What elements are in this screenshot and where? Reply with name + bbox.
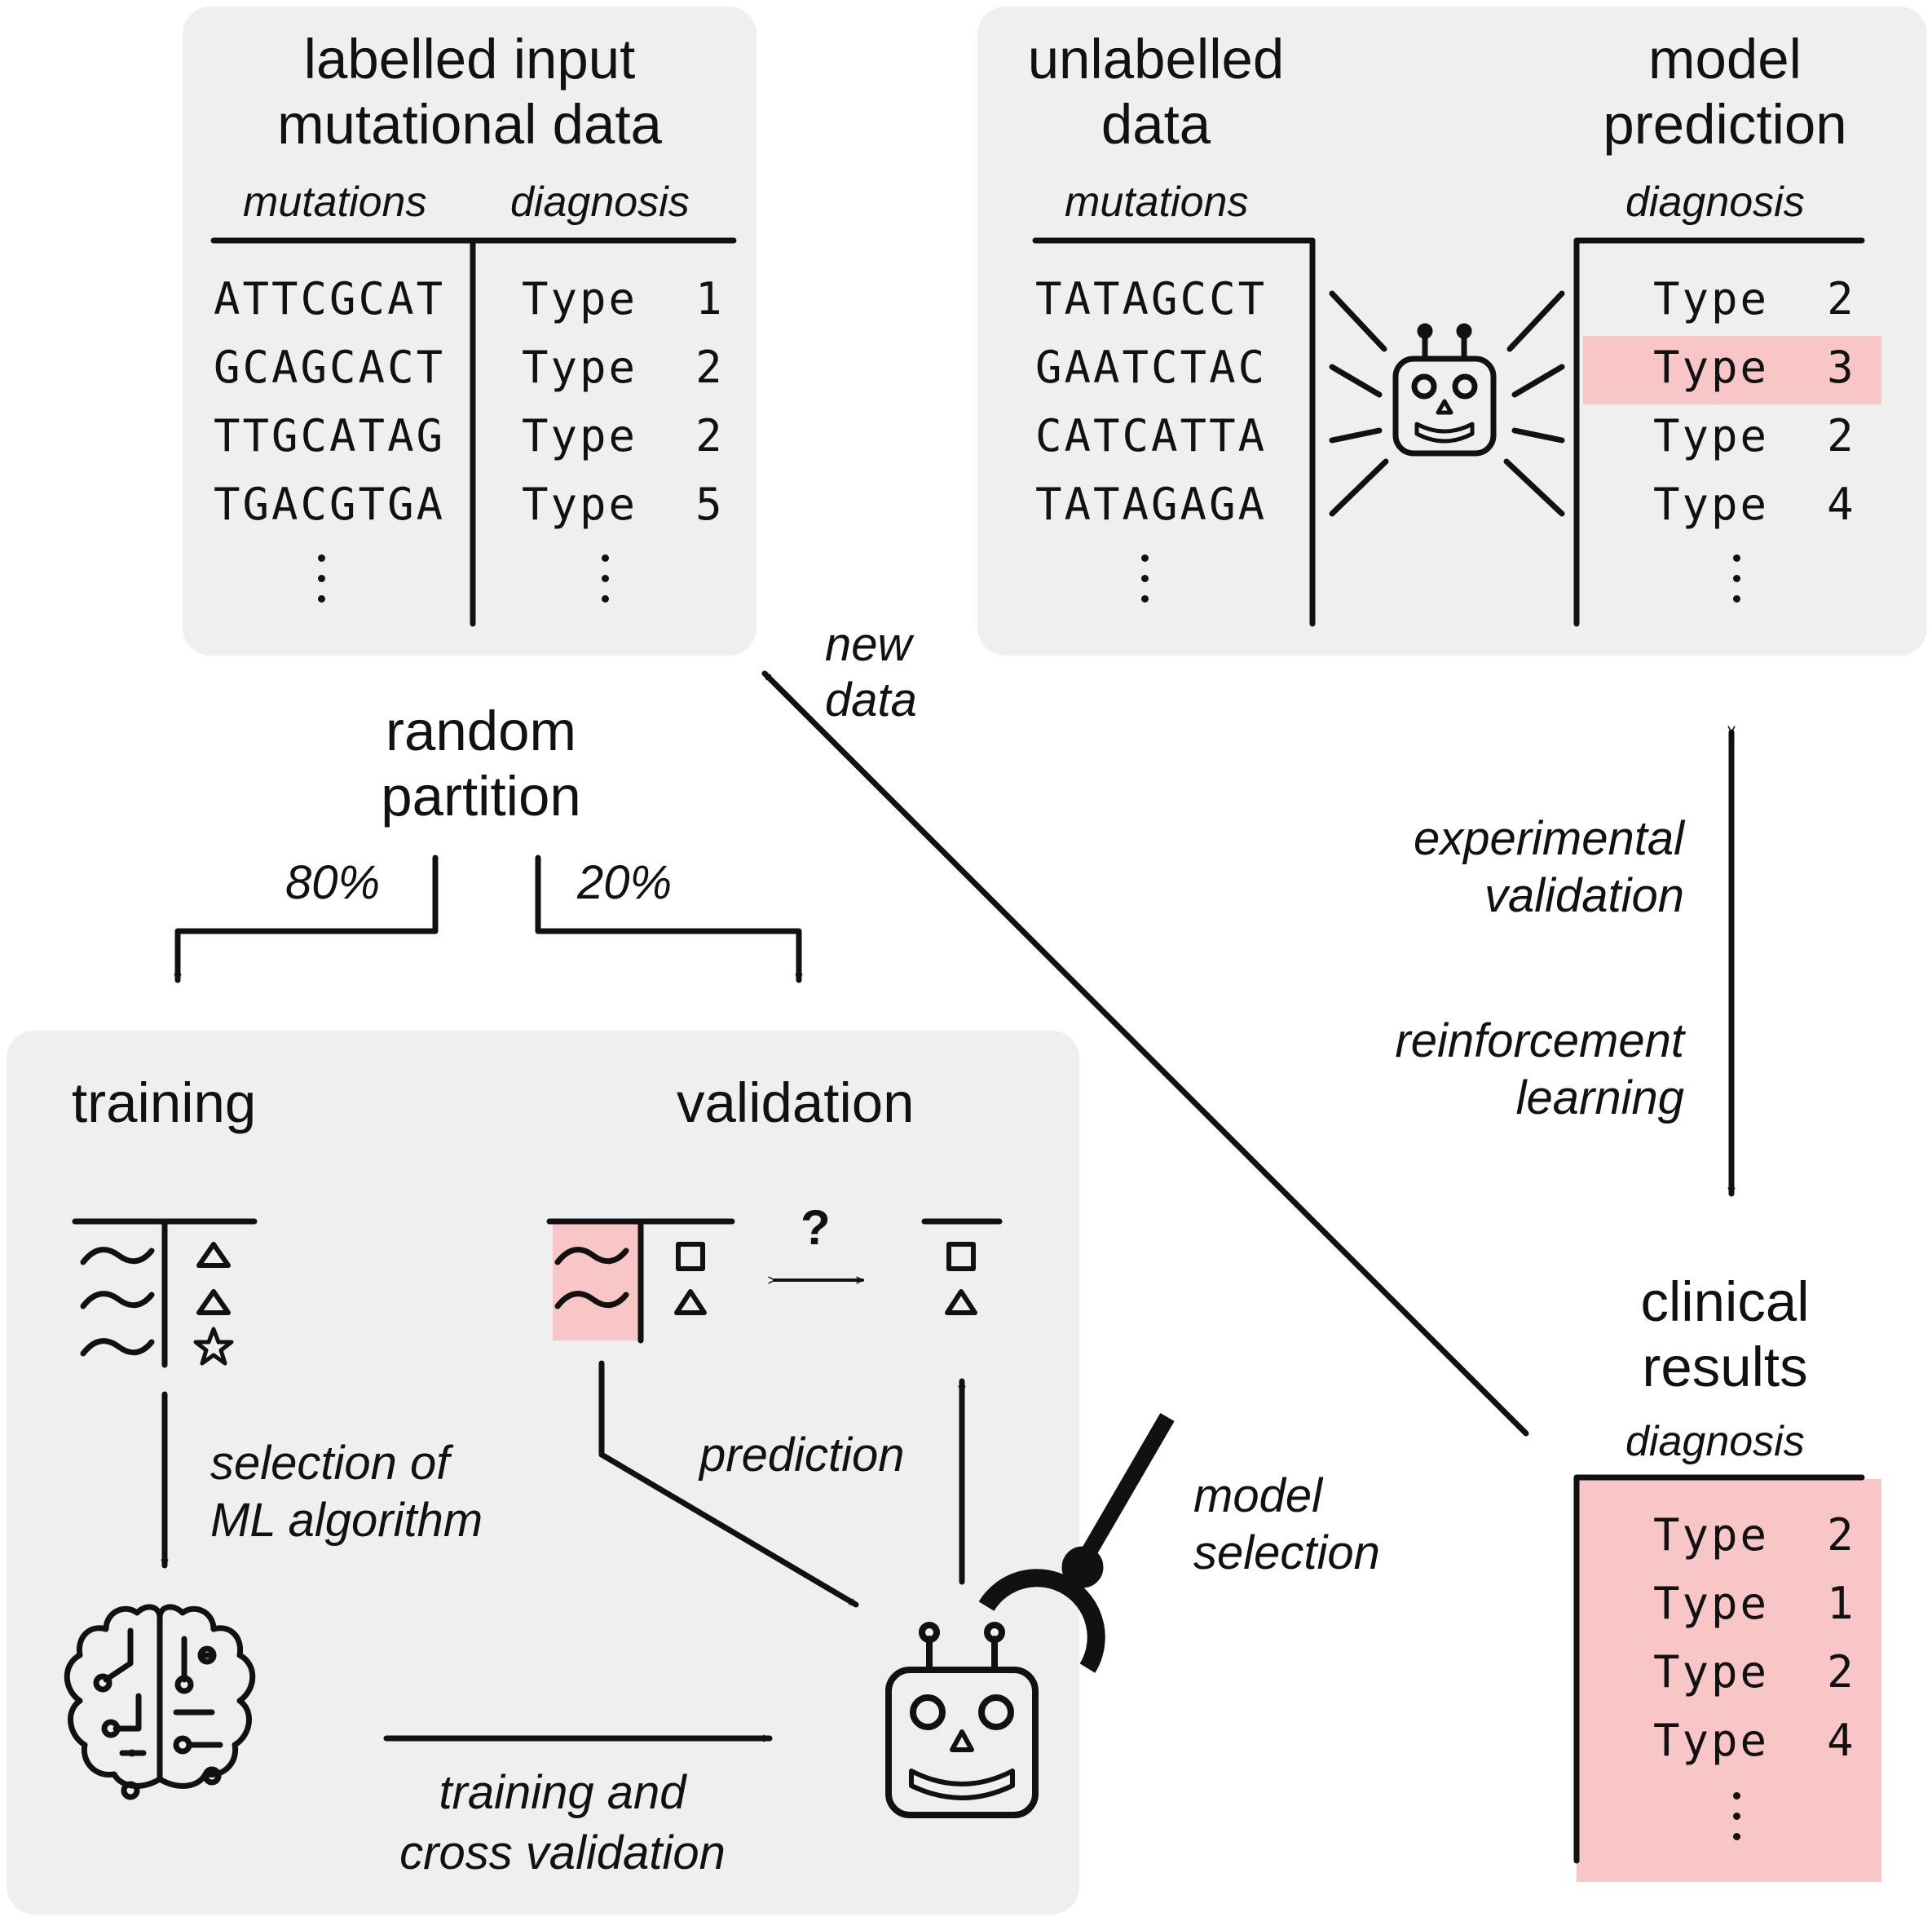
robot-icon [885,1622,1039,1818]
clinical-row-type: Type 2 [1653,1509,1856,1561]
partition-title-line2: partition [381,765,581,828]
wave-icon [554,1247,629,1309]
labelled-panel-title-line1: labelled input [303,28,636,91]
robot-rays-icon [1329,290,1565,517]
unlabelled-title-line1: unlabelled [1027,28,1285,91]
ellipsis-icon [1141,554,1149,616]
labelled-row-seq: ATTCGCAT [214,273,446,325]
partition-arrow-80 [178,855,439,983]
labelled-row-type: Type 5 [522,479,725,530]
labelled-row-type: Type 2 [522,410,725,461]
labelled-row-type: Type 2 [522,342,725,393]
prediction-col-diagnosis: diagnosis [1625,179,1805,226]
clinical-title-line2: results [1642,1336,1808,1398]
validation-to-robot-arrow [598,1360,859,1608]
reinforcement-learning-line1: reinforcement [1395,1014,1684,1067]
new-data-arrow [761,670,1529,1437]
prediction-title-line1: model [1648,28,1802,91]
robot-icon [1392,323,1497,457]
square-icon [676,1242,705,1271]
partition-right-pct: 20% [577,856,673,909]
triangle-icon [945,1289,977,1315]
prediction-title-line2: prediction [1603,93,1847,156]
labelled-row-seq: TTGCATAG [214,410,446,461]
wave-icon [80,1247,155,1357]
prediction-row-type: Type 2 [1653,410,1856,461]
new-data-label-line2: data [825,673,917,726]
partition-arrow-20 [535,855,799,983]
brain-circuit-icon [64,1604,256,1800]
unlabelled-row-seq: GAATCTAC [1035,342,1268,393]
selection-label-line1: selection of [210,1437,450,1490]
training-title: training [72,1071,257,1134]
compare-question-mark: ? [801,1200,831,1255]
clinical-title-line1: clinical [1640,1270,1810,1333]
new-data-label-line1: new [825,618,912,671]
labelled-data-panel [183,7,756,656]
magnifier-handle-icon [978,1412,1175,1673]
ellipsis-icon [602,554,609,616]
unlabelled-row-seq: TATAGAGA [1035,479,1268,530]
labelled-row-type: Type 1 [522,273,725,325]
experimental-validation-line1: experimental [1413,812,1684,865]
labelled-col-mutations: mutations [243,179,427,226]
clinical-row-type: Type 1 [1653,1578,1856,1629]
clinical-row-type: Type 4 [1653,1715,1856,1766]
clinical-results-highlight [1577,1479,1881,1882]
experimental-validation-line2: validation [1484,869,1684,922]
selection-label-line2: ML algorithm [210,1494,483,1547]
prediction-highlight-row [1583,336,1881,404]
ellipsis-icon [1733,554,1740,616]
triangle-icon [674,1289,707,1315]
partition-left-pct: 80% [285,856,381,909]
model-selection-line1: model [1193,1469,1322,1522]
reinforcement-learning-line2: learning [1515,1071,1684,1124]
square-icon [946,1242,976,1271]
labelled-col-diagnosis: diagnosis [510,179,690,226]
unlabelled-row-seq: CATCATTA [1035,410,1268,461]
train-cv-label-line1: training and [439,1766,686,1819]
unlabelled-col-mutations: mutations [1065,179,1249,226]
ellipsis-icon [1733,1792,1740,1853]
model-selection-line2: selection [1193,1526,1380,1579]
partition-title-line1: random [386,700,576,762]
triangle-icon [196,1242,231,1315]
labelled-row-seq: TGACGTGA [214,479,446,530]
unlabelled-row-seq: TATAGCCT [1035,273,1268,325]
unlabelled-title-line2: data [1101,93,1211,156]
clinical-row-type: Type 2 [1653,1646,1856,1698]
training-validation-panel [7,1031,1079,1914]
labelled-panel-title-line2: mutational data [277,93,662,156]
unlabelled-data-panel [977,7,1927,656]
prediction-row-type: Type 2 [1653,273,1856,325]
clinical-col-diagnosis: diagnosis [1625,1418,1805,1465]
validation-title: validation [677,1071,915,1134]
validation-highlight [553,1220,641,1340]
ellipsis-icon [318,554,325,616]
prediction-row-type: Type 3 [1653,342,1856,393]
prediction-label: prediction [699,1429,905,1482]
prediction-row-type: Type 4 [1653,479,1856,530]
star-icon [193,1327,234,1366]
labelled-row-seq: GCAGCACT [214,342,446,393]
train-cv-label-line2: cross validation [399,1826,726,1879]
